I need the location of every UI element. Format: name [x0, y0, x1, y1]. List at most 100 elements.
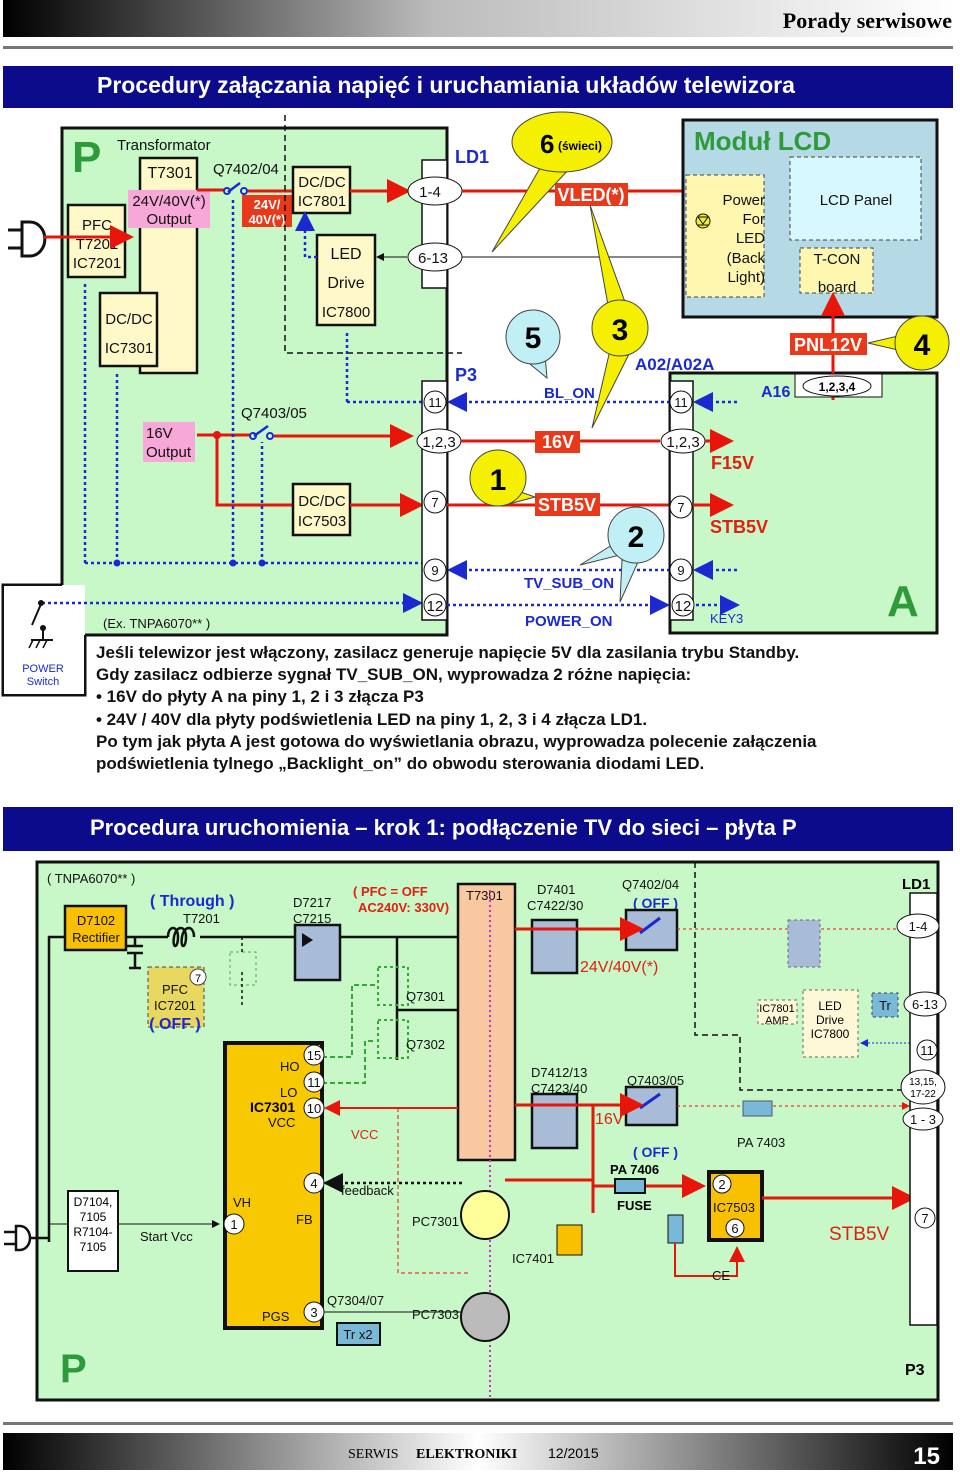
connector-pin: 1 - 3 — [910, 1112, 936, 1127]
d7104-label: R7104- — [73, 1225, 112, 1239]
callout-2: 2 — [579, 506, 665, 603]
p3-pin: 9 — [431, 563, 438, 578]
ld-filter-box — [787, 919, 821, 968]
d7217-label: D7217 — [293, 895, 331, 910]
lcd-panel-box — [789, 156, 922, 241]
pc7301-label: PC7301 — [412, 1214, 459, 1229]
connector-pin: 11 — [920, 1043, 934, 1058]
dcdc-ic7801-label: IC7801 — [298, 193, 346, 210]
power-for-led-box — [685, 174, 765, 298]
power-for-led-label: Light) — [727, 269, 765, 286]
dcdc-ic7301-label: IC7301 — [105, 340, 153, 357]
p3-pin: 12 — [427, 598, 444, 615]
ic7401-box — [556, 1224, 583, 1256]
section-name: Porady serwisowe — [783, 8, 952, 33]
dcdc-ic7801-label: DC/DC — [298, 174, 346, 191]
led-drive-label: LED — [330, 246, 361, 263]
diagram-power-sequence: P Transformator T7301 24V/40V(*) Output … — [1, 111, 950, 697]
callout-6: 6 (świeci) — [491, 111, 613, 253]
footer-issue: 12/2015 — [548, 1445, 599, 1461]
ic7503-label: IC7503 — [713, 1200, 755, 1215]
trx2-box — [336, 1322, 381, 1346]
led-drive-box — [802, 989, 859, 1058]
callout-3: 3 — [589, 204, 649, 429]
t7301-transformer — [456, 882, 517, 1162]
power-switch-label: Switch — [27, 676, 59, 688]
diagram-step-1: ( TNPA6070** ) ( Through ) D7102 Rectifi… — [4, 860, 947, 1402]
a-pin: 1,2,3 — [666, 434, 699, 451]
q7402-label: Q7402/04 — [622, 877, 679, 892]
dcdc-ic7503-label: IC7503 — [298, 513, 346, 530]
tv-sub-on-signal: TV_SUB_ON — [524, 575, 614, 592]
tcon-board-box — [799, 247, 874, 294]
stb5v-label: STB5V — [829, 1224, 890, 1245]
tr-box — [871, 992, 899, 1018]
pin-name: FB — [296, 1212, 313, 1227]
switch-q7402-icon — [197, 182, 248, 195]
a-pin: 7 — [677, 500, 684, 515]
a02-label: A02/A02A — [635, 355, 714, 374]
rectifier-label: Rectifier — [72, 930, 120, 945]
ic7503-pin: 6 — [731, 1221, 738, 1236]
power-on-signal: POWER_ON — [525, 613, 613, 630]
q7402-off: ( OFF ) — [633, 895, 678, 911]
ld1-label: LD1 — [902, 876, 930, 893]
callout-3-number: 3 — [612, 314, 629, 347]
page-number: 15 — [913, 1443, 940, 1470]
t7301-label: T7301 — [466, 888, 503, 903]
callout-1-number: 1 — [490, 464, 507, 497]
pfc-pin: 7 — [195, 973, 201, 985]
connector-pin: 6-13 — [912, 997, 938, 1012]
power-for-led-label: (Back — [727, 250, 766, 267]
stb5v-tag: STB5V — [538, 495, 596, 515]
title-banner-2 — [3, 807, 953, 851]
dcdc-ic7801-box — [291, 165, 352, 215]
f15v-label: F15V — [711, 453, 754, 473]
feedback-label: feedback — [341, 1183, 394, 1198]
a-pin: 12 — [675, 598, 692, 615]
led-diode-icon — [695, 213, 711, 229]
callout-5-number: 5 — [525, 322, 542, 355]
tcon-label: board — [818, 279, 856, 296]
p3-label: P3 — [905, 1362, 925, 1379]
description-line: • 16V do płyty A na piny 1, 2 i 3 złącza… — [96, 687, 424, 706]
pin-number: 11 — [307, 1075, 321, 1090]
led-drive-label: Drive — [327, 275, 364, 292]
callout-4: 4 — [867, 315, 950, 371]
pa7406-label: PA 7406 — [610, 1162, 659, 1177]
tcon-label: T-CON — [814, 251, 861, 268]
ic7801-label: AMP — [765, 1015, 789, 1027]
d7104-box — [67, 1190, 119, 1272]
output-16v-tag — [143, 422, 195, 462]
d7217-box — [293, 923, 342, 982]
connector-pin: 17-22 — [910, 1089, 936, 1100]
board-p-label: P — [60, 1347, 87, 1391]
d7412-label: D7412/13 — [531, 1065, 587, 1080]
hv-tag — [242, 195, 292, 227]
pc7303-label: PC7303 — [412, 1307, 459, 1322]
description-text: Jeśli telewizor jest włączony, zasilacz … — [96, 643, 817, 773]
d7401-label: C7422/30 — [527, 898, 583, 913]
pin-name: VH — [233, 1195, 251, 1210]
model-note: (Ex. TNPA6070** ) — [103, 616, 210, 631]
callout-2-number: 2 — [628, 521, 645, 554]
dcdc-ic7503-box — [291, 482, 352, 537]
ic7801-label: IC7801 — [759, 1003, 794, 1015]
t7201-label: T7201 — [183, 911, 220, 926]
description-line: Gdy zasilacz odbierze sygnał TV_SUB_ON, … — [96, 665, 691, 684]
tr-label: Tr — [879, 998, 891, 1013]
board-p-label: P — [72, 133, 101, 182]
led-drive-label: IC7800 — [811, 1027, 850, 1041]
pfc-off-note: ( PFC = OFF — [353, 884, 428, 899]
mains-plug-icon — [8, 220, 47, 258]
power-switch-icon[interactable] — [28, 600, 53, 649]
ce-label: CE — [712, 1268, 730, 1283]
bl-on-signal: BL_ON — [544, 385, 595, 402]
pin-number: 4 — [310, 1176, 317, 1191]
d7217-label: C7215 — [293, 911, 331, 926]
ic7801-box — [757, 999, 798, 1025]
hv-label: 24V/40V(*) — [580, 959, 658, 976]
d7412-box — [530, 1092, 579, 1150]
ld1-label: LD1 — [455, 147, 489, 167]
